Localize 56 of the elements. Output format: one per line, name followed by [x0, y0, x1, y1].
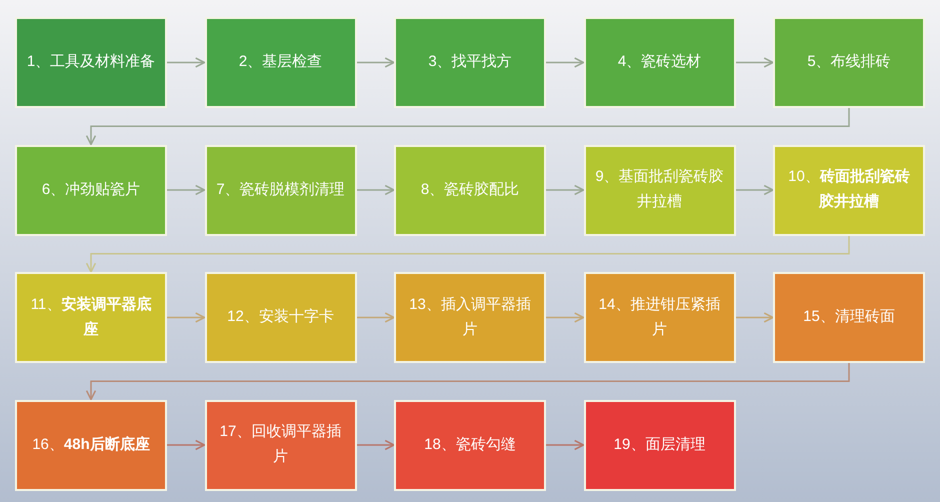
step-label: 18、瓷砖勾缝 — [424, 434, 516, 455]
step-box — [204, 144, 356, 236]
arrow — [167, 184, 206, 196]
step-box — [773, 144, 925, 236]
step-label: 2、基层检查 — [238, 52, 322, 72]
arrow — [167, 312, 206, 323]
arrow — [736, 312, 774, 323]
arrow — [546, 440, 584, 450]
step-label: 14、推进钳压紧插片 — [598, 294, 722, 340]
arrow — [546, 57, 584, 68]
step-box — [394, 400, 546, 490]
step-box — [204, 17, 356, 108]
step-box — [15, 400, 167, 490]
step-box — [394, 144, 546, 236]
step-box — [773, 272, 925, 363]
arrow — [86, 108, 850, 146]
step-label: 10、砖面批刮瓷砖胶井拉槽 — [787, 167, 911, 212]
step-label: 5、布线排砖 — [807, 52, 891, 72]
step-label: 4、瓷砖选材 — [618, 52, 702, 72]
step-box — [204, 400, 356, 490]
step-box — [394, 17, 546, 108]
step-box — [584, 272, 736, 363]
arrow — [86, 363, 850, 400]
step-box — [15, 144, 167, 236]
step-label: 15、清理砖面 — [803, 307, 895, 328]
step-box — [584, 144, 736, 236]
step-label: 1、工具及材料准备 — [26, 52, 156, 72]
arrow — [546, 312, 584, 323]
step-label: 8、瓷砖胶配比 — [420, 180, 520, 200]
arrow — [356, 184, 395, 196]
step-label: 19、面层清理 — [614, 434, 706, 455]
arrow — [736, 57, 774, 68]
step-label: 12、安装十字卡 — [227, 307, 334, 328]
arrow — [86, 236, 850, 273]
arrow — [356, 57, 395, 68]
step-label: 13、插入调平器插片 — [408, 294, 532, 340]
arrow — [736, 184, 774, 196]
arrow — [356, 312, 395, 323]
step-box — [15, 272, 167, 363]
arrow — [546, 184, 584, 196]
step-box — [584, 17, 736, 108]
step-label: 11、安装调平器底座 — [30, 294, 152, 340]
step-label: 17、回收调平器插片 — [218, 422, 342, 467]
step-label: 6、冲劲贴瓷片 — [42, 180, 140, 200]
arrow — [167, 57, 206, 68]
step-box — [773, 17, 925, 108]
arrow — [167, 440, 206, 450]
step-box — [15, 17, 167, 108]
step-label: 9、基面批刮瓷砖胶井拉槽 — [594, 167, 725, 212]
step-box — [204, 272, 356, 363]
step-box — [584, 400, 736, 490]
step-box — [394, 272, 546, 363]
step-label: 7、瓷砖脱模剂清理 — [216, 180, 345, 200]
step-label: 16、48h后断底座 — [32, 434, 150, 455]
step-label: 3、找平找方 — [428, 52, 512, 72]
arrow — [356, 440, 395, 450]
